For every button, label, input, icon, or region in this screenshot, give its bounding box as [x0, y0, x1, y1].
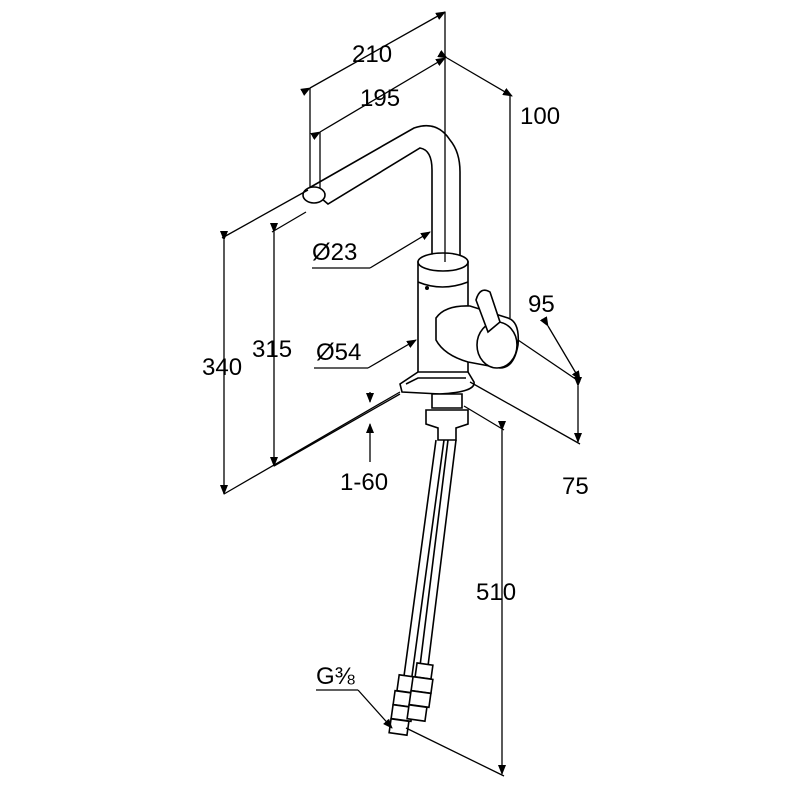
dim-body-diameter: Ø54	[314, 339, 417, 369]
dim-spout-diameter: Ø23	[312, 231, 431, 269]
mounting-plate	[399, 371, 475, 395]
dim-spout-reach-label: 195	[360, 85, 400, 112]
fixing-nut	[431, 393, 463, 409]
dim-body-diameter-label: Ø54	[316, 339, 361, 366]
dim-hose-length-label: 510	[476, 579, 516, 606]
dim-height-total: 340	[202, 189, 401, 495]
lever-grip	[475, 289, 501, 334]
dim-spout-diameter-label: Ø23	[312, 239, 357, 266]
dim-height-total-label: 340	[202, 354, 242, 381]
dim-hose-length: 510	[405, 405, 516, 777]
hose-right	[419, 439, 457, 667]
hose-left	[403, 439, 445, 677]
dim-lever-height: 75	[469, 377, 589, 500]
dim-lever-length: 95	[517, 291, 581, 383]
dim-lever-length-label: 95	[528, 291, 555, 318]
dim-width-total-label: 210	[352, 41, 392, 68]
dim-lever-height-label: 75	[562, 473, 589, 500]
dim-depth: 100	[437, 50, 560, 318]
lever-end	[476, 321, 518, 369]
dim-connection-thread-label: G⅜	[316, 663, 356, 690]
dim-counter-thickness-label: 1-60	[340, 469, 388, 496]
dim-spout-height-label: 315	[252, 336, 292, 363]
dim-depth-label: 100	[520, 103, 560, 130]
body-top	[417, 252, 469, 272]
spout-outlet	[302, 186, 326, 204]
dim-spout-height: 315	[252, 211, 401, 467]
dim-spout-reach: 195	[310, 57, 446, 188]
dimension-annotations: 210 195 100 Ø23 Ø54	[202, 11, 589, 777]
dim-connection-thread: G⅜	[316, 663, 393, 729]
hose-connector-right	[406, 662, 434, 723]
dim-counter-thickness: 1-60	[340, 392, 388, 496]
fixing-bracket	[425, 409, 469, 441]
